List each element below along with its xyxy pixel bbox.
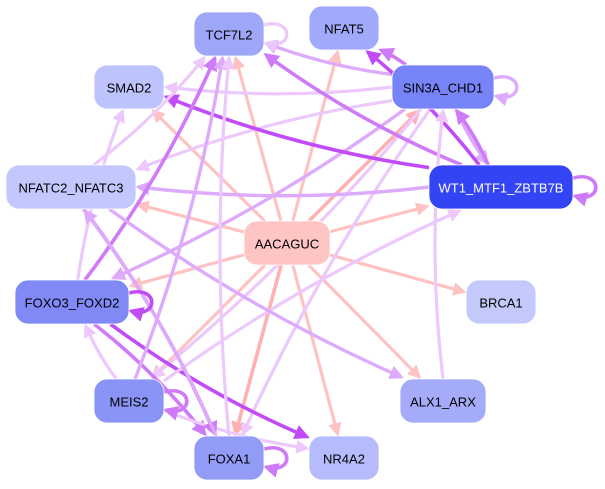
- edge-wt1_mtf1_zbtb7b-to-sin3a_chd1: [455, 108, 490, 166]
- node-sin3a-chd1[interactable]: SIN3A_CHD1: [391, 64, 495, 110]
- self-loop-meis2: [163, 388, 189, 421]
- node-box: [428, 164, 574, 210]
- node-box: [5, 164, 137, 210]
- edge-sin3a_chd1-to-nfatc2_nfatc3: [135, 99, 393, 172]
- edge-aacaguc-to-sin3a_chd1: [307, 108, 422, 223]
- node-alx1-arx[interactable]: ALX1_ARX: [399, 378, 487, 424]
- node-label: SMAD2: [107, 81, 152, 96]
- node-label: NFATC2_NFATC3: [19, 181, 124, 196]
- node-meis2[interactable]: MEIS2: [93, 378, 165, 424]
- node-box: [465, 279, 537, 325]
- node-box: [93, 378, 165, 424]
- edges-layer: [76, 40, 490, 454]
- edge-wt1_mtf1_zbtb7b-to-nfatc2_nfatc3: [135, 181, 430, 198]
- node-aacaguc[interactable]: AACAGUC: [243, 220, 331, 266]
- edge-nfatc2_nfatc3-to-alx1_arx: [108, 207, 404, 379]
- edge-foxo3_foxd2-to-nr4a2: [109, 322, 310, 440]
- node-label: TCF7L2: [206, 28, 253, 43]
- node-label: ALX1_ARX: [410, 395, 476, 410]
- edge-meis2-to-wt1_mtf1_zbtb7b: [163, 209, 462, 383]
- node-box: [14, 279, 130, 325]
- node-label: FOXA1: [208, 452, 251, 467]
- node-label: SIN3A_CHD1: [403, 81, 483, 96]
- edge-aacaguc-to-foxo3_foxd2: [128, 253, 245, 290]
- self-loop-tcf7l2: [263, 22, 289, 53]
- node-box: [193, 435, 265, 481]
- node-label: BRCA1: [479, 296, 522, 311]
- self-loop-foxo3_foxd2: [128, 289, 154, 322]
- edge-sin3a_chd1-to-smad2: [163, 81, 393, 96]
- edge-sin3a_chd1-to-nfat5: [378, 48, 408, 67]
- edge-aacaguc-to-meis2: [151, 263, 267, 379]
- node-box: [308, 5, 380, 51]
- node-label: NR4A2: [323, 452, 365, 467]
- edge-meis2-to-tcf7l2: [133, 55, 228, 380]
- edge-sin3a_chd1-to-foxo3_foxd2: [110, 107, 407, 280]
- edge-sin3a_chd1-to-foxa1: [241, 108, 432, 437]
- node-tcf7l2[interactable]: TCF7L2: [193, 11, 265, 57]
- edge-meis2-to-foxo3_foxd2: [83, 323, 118, 380]
- node-smad2[interactable]: SMAD2: [93, 64, 165, 110]
- node-nfat5[interactable]: NFAT5: [308, 5, 380, 51]
- node-box: [391, 64, 495, 110]
- edge-nfatc2_nfatc3-to-tcf7l2: [92, 55, 206, 167]
- node-nr4a2[interactable]: NR4A2: [308, 435, 380, 481]
- edge-aacaguc-to-nfat5: [291, 49, 342, 222]
- self-loop-sin3a_chd1: [493, 75, 519, 106]
- self-loop-foxa1: [263, 445, 289, 478]
- node-label: MEIS2: [109, 395, 148, 410]
- edge-aacaguc-to-foxa1: [231, 264, 283, 437]
- node-foxa1[interactable]: FOXA1: [193, 435, 265, 481]
- edge-wt1_mtf1_zbtb7b-to-smad2: [163, 94, 430, 170]
- self-loops-layer: [128, 22, 598, 478]
- edge-aacaguc-to-nfatc2_nfatc3: [135, 200, 245, 234]
- node-box: [193, 11, 265, 57]
- edge-foxo3_foxd2-to-tcf7l2: [83, 55, 218, 282]
- edge-aacaguc-to-wt1_mtf1_zbtb7b: [329, 202, 430, 234]
- node-box: [308, 435, 380, 481]
- node-label: AACAGUC: [255, 237, 319, 252]
- node-brca1[interactable]: BRCA1: [465, 279, 537, 325]
- edge-sin3a_chd1-to-tcf7l2: [263, 40, 393, 77]
- edge-aacaguc-to-alx1_arx: [307, 263, 422, 379]
- node-label: WT1_MTF1_ZBTB7B: [439, 181, 564, 196]
- node-wt1-mtf1-zbtb7b[interactable]: WT1_MTF1_ZBTB7B: [428, 164, 574, 210]
- node-foxo3-foxd2[interactable]: FOXO3_FOXD2: [14, 279, 130, 325]
- node-label: NFAT5: [324, 22, 364, 37]
- self-loop-wt1_mtf1_zbtb7b: [572, 174, 598, 207]
- edge-wt1_mtf1_zbtb7b-to-tcf7l2: [263, 53, 463, 167]
- node-box: [243, 220, 331, 266]
- edge-foxa1-to-tcf7l2: [218, 55, 235, 437]
- edge-aacaguc-to-smad2: [151, 109, 266, 223]
- edge-aacaguc-to-brca1: [329, 253, 467, 296]
- edge-alx1_arx-to-sin3a_chd1: [433, 108, 449, 380]
- node-label: FOXO3_FOXD2: [25, 296, 120, 311]
- node-nfatc2-nfatc3[interactable]: NFATC2_NFATC3: [5, 164, 137, 210]
- edge-foxa1-to-nfatc2_nfatc3: [83, 208, 218, 437]
- node-box: [399, 378, 487, 424]
- edge-meis2-to-nr4a2: [163, 408, 310, 454]
- node-box: [93, 64, 165, 110]
